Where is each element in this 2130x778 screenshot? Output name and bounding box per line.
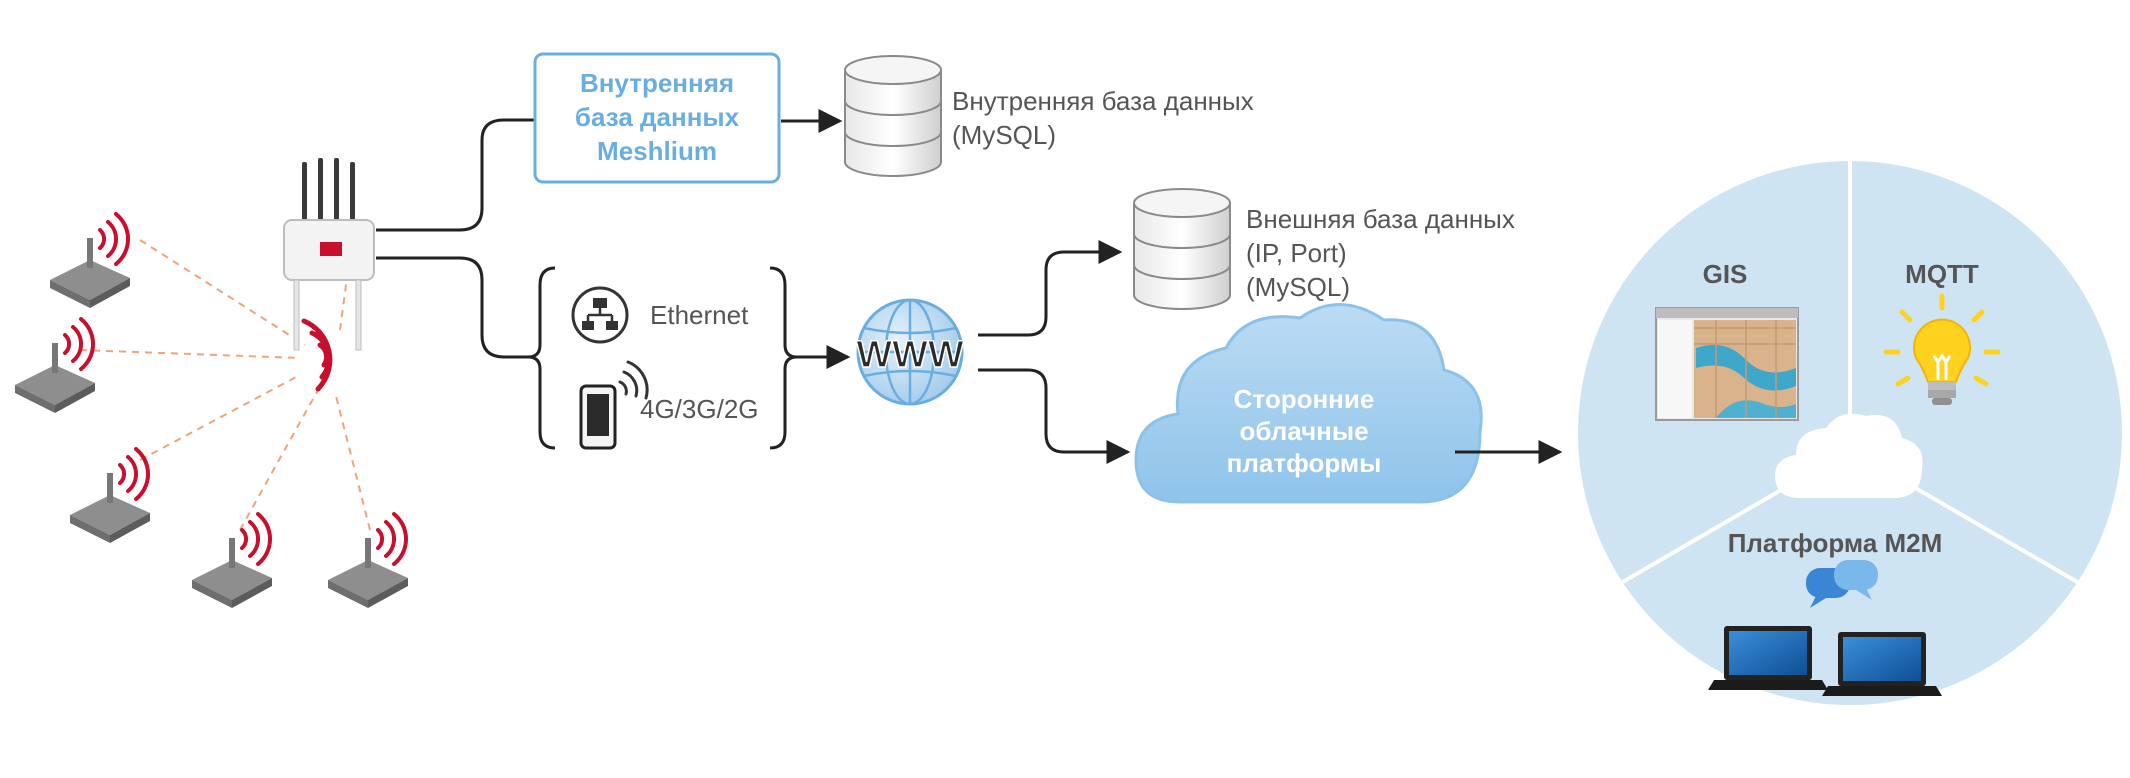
internal-db-line1: Внутренняя база данных xyxy=(952,86,1254,116)
database-icon xyxy=(844,55,942,177)
sensor-node-icon xyxy=(192,512,272,608)
sensor-node-icon xyxy=(70,447,150,543)
internal-db-line2: (MySQL) xyxy=(952,120,1056,150)
meshlium-db-line2: база данных xyxy=(575,102,740,132)
cloud-icon xyxy=(1775,413,1923,498)
platforms-circle xyxy=(1578,161,2122,705)
cellular-label: 4G/3G/2G xyxy=(640,394,759,424)
globe-icon xyxy=(856,298,964,406)
hub-signal-icon xyxy=(301,318,333,392)
meshlium-db-box xyxy=(533,52,781,184)
cloud-line1: Сторонние xyxy=(1234,384,1375,414)
laptop-icon xyxy=(1708,626,1828,690)
meshlium-db-line3: Meshlium xyxy=(597,136,717,166)
cloud-line3: платформы xyxy=(1227,448,1382,478)
laptop-icon xyxy=(1822,632,1942,696)
www-label: WWW xyxy=(856,334,964,376)
sensor-node-icon xyxy=(328,512,408,608)
cloud-icon xyxy=(1134,303,1483,504)
ethernet-network-icon xyxy=(571,286,629,344)
external-db-line2: (IP, Port) xyxy=(1246,238,1347,268)
gis-label: GIS xyxy=(1703,259,1748,289)
www-connectors xyxy=(978,240,1131,464)
meshlium-router-icon xyxy=(283,158,375,351)
gateway-connectors xyxy=(376,118,535,359)
database-icon xyxy=(1133,188,1231,310)
sensor-nodes xyxy=(15,212,408,608)
chat-bubbles-icon xyxy=(1806,560,1878,608)
sensor-links xyxy=(79,239,371,531)
sensor-node-icon xyxy=(50,212,130,308)
ethernet-label: Ethernet xyxy=(650,300,749,330)
mqtt-label: MQTT xyxy=(1905,259,1979,289)
gis-map-icon xyxy=(1655,307,1799,421)
external-db-line3: (MySQL) xyxy=(1246,272,1350,302)
lightbulb-icon xyxy=(1883,293,2001,405)
mobile-phone-icon xyxy=(579,360,649,450)
external-db-line1: Внешняя база данных xyxy=(1246,204,1515,234)
sensor-node-icon xyxy=(15,317,95,413)
m2m-label: Платформа M2M xyxy=(1728,528,1943,558)
meshlium-db-line1: Внутренняя xyxy=(580,68,734,98)
cloud-line2: облачные xyxy=(1239,416,1368,446)
